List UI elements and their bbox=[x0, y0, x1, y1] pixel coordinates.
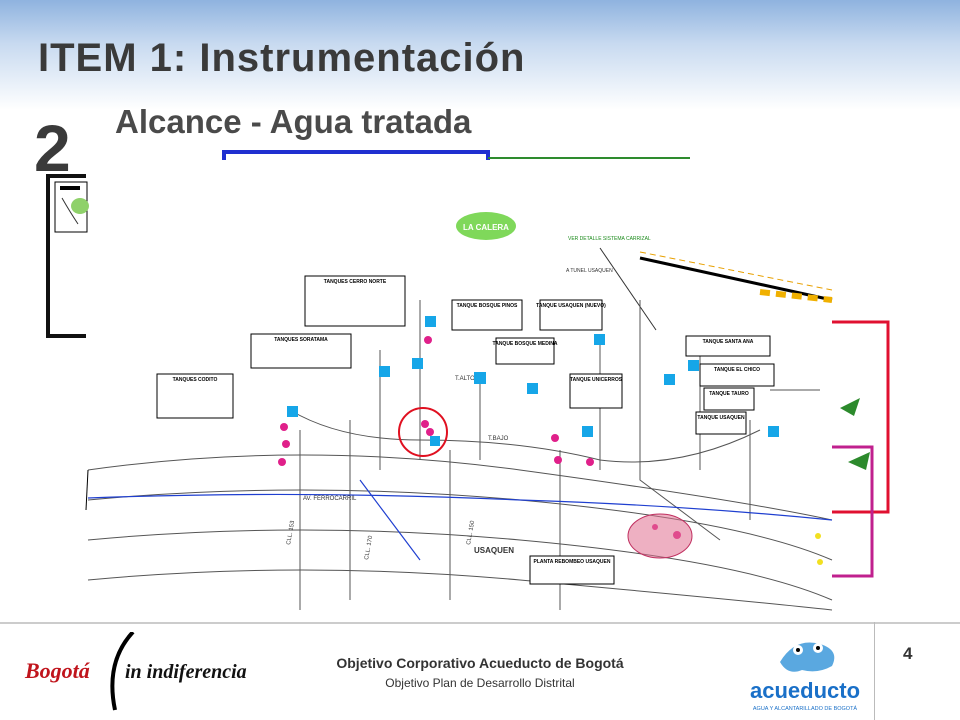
tank-usaquen-nuevo-label: TANQUE USAQUEN (NUEVO) bbox=[536, 303, 606, 309]
planta-usaquen-label: PLANTA REBOMBEO USAQUEN bbox=[534, 559, 611, 565]
usaquen-label: USAQUEN bbox=[474, 546, 514, 555]
svg-text:in indiferencia: in indiferencia bbox=[125, 661, 247, 683]
acueducto-logo: acueducto AGUA Y ALCANTARILLADO DE BOGOT… bbox=[750, 642, 860, 712]
highlight-circle bbox=[398, 407, 448, 457]
tank-unicerros-label: TANQUE UNICERROS bbox=[570, 377, 623, 383]
la-calera-label: LA CALERA bbox=[463, 223, 509, 232]
cll170-label: CLL. 170 bbox=[364, 535, 374, 561]
tank-markers bbox=[287, 316, 779, 446]
tank-bosque-medina-label: TANQUE BOSQUE MEDINA bbox=[493, 341, 558, 347]
bogota-logo: Bogotá in indiferencia bbox=[24, 632, 247, 711]
page-number: 4 bbox=[903, 644, 913, 663]
tank-soratama-label: TANQUES SORATAMA bbox=[274, 337, 328, 343]
right-inset-features bbox=[815, 398, 870, 565]
tank-boxes bbox=[156, 275, 775, 585]
svg-text:Bogotá: Bogotá bbox=[24, 658, 91, 683]
highlight-ellipse bbox=[627, 513, 693, 559]
av-ferrocarril-label: AV. FERROCARRIL bbox=[303, 496, 357, 502]
acueducto-logo-text: acueducto bbox=[750, 678, 860, 703]
slide-subtitle: Alcance - Agua tratada bbox=[115, 103, 472, 140]
inset-map bbox=[54, 181, 89, 233]
la-calera-area bbox=[456, 212, 516, 240]
tank-cerro-norte-label: TANQUES CERRO NORTE bbox=[324, 279, 387, 285]
acueducto-tagline: AGUA Y ALCANTARILLADO DE BOGOTÁ bbox=[753, 705, 858, 712]
tunel-usaquen-label: A TUNEL USAQUEN bbox=[566, 268, 613, 274]
tank-codito-label: TANQUES CODITO bbox=[173, 377, 218, 383]
slide-title: ITEM 1: Instrumentación bbox=[38, 36, 526, 80]
item-number: 2 bbox=[34, 111, 71, 185]
road-lines bbox=[87, 479, 833, 561]
t-alto-label: T.ALTO bbox=[455, 376, 475, 382]
tunnel-lines bbox=[599, 247, 833, 331]
tank-el-chico-label: TANQUE EL CHICO bbox=[714, 367, 760, 373]
cll153-label: CLL. 153 bbox=[286, 520, 296, 546]
tank-usaquen-label: TANQUE USAQUEN bbox=[697, 415, 745, 421]
tank-tauro-label: TANQUE TAURO bbox=[709, 391, 749, 397]
ver-detalle-label: VER DETALLE SISTEMA CARRIZAL bbox=[568, 236, 651, 242]
tank-bosque-pinos-label: TANQUE BOSQUE PINOS bbox=[457, 303, 518, 309]
cll150-label: CLL. 150 bbox=[466, 520, 476, 546]
frame-lines bbox=[46, 150, 890, 578]
footer-sub-text: Objetivo Plan de Desarrollo Distrital bbox=[385, 676, 575, 690]
t-bajo-label: T.BAJO bbox=[488, 436, 509, 442]
footer-main-text: Objetivo Corporativo Acueducto de Bogotá bbox=[336, 655, 624, 671]
tank-santa-ana-label: TANQUE SANTA ANA bbox=[703, 339, 754, 345]
header-background bbox=[0, 0, 960, 110]
footer-divider bbox=[0, 622, 960, 624]
footer-vertical-divider bbox=[874, 622, 875, 720]
